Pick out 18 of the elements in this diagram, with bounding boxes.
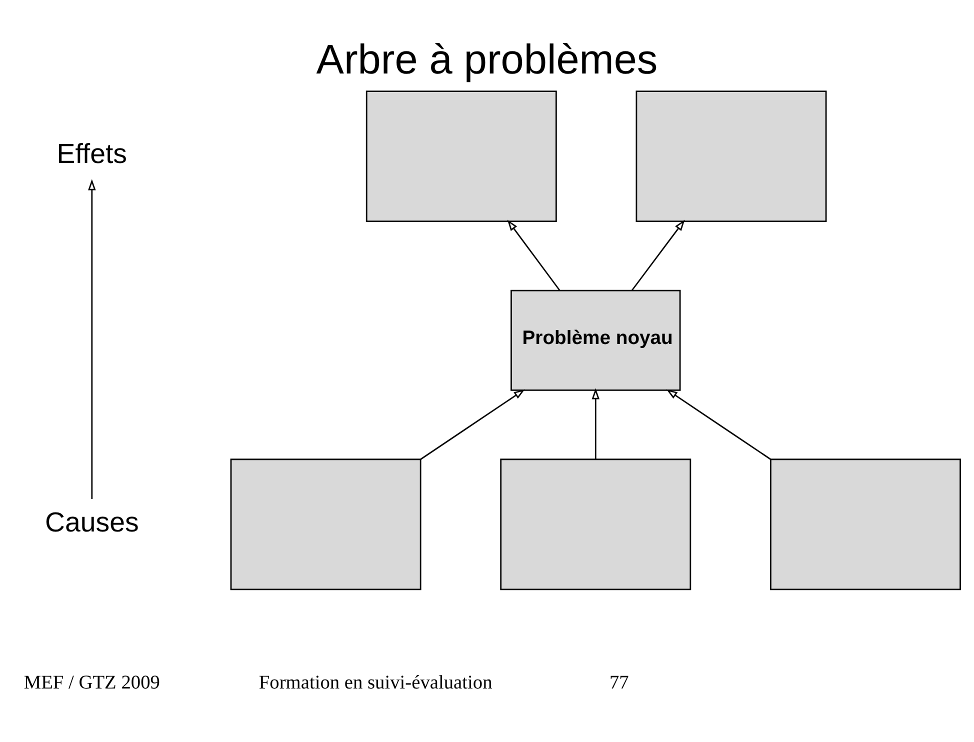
node-box xyxy=(500,458,692,590)
node-box: Problème noyau xyxy=(510,289,681,390)
arrow xyxy=(592,388,600,459)
node-box xyxy=(770,458,961,590)
label: Formation en suivi-évaluation xyxy=(258,672,492,694)
diagram-title: Arbre à problèmes xyxy=(316,34,658,82)
node-box xyxy=(636,90,827,222)
node-box xyxy=(366,90,557,222)
arrow xyxy=(88,178,96,499)
arrow xyxy=(420,388,525,460)
arrow xyxy=(507,219,560,290)
arrow xyxy=(666,388,772,460)
label: MEF / GTZ 2009 xyxy=(24,672,160,694)
label: 77 xyxy=(609,672,629,694)
node-text: Effets xyxy=(56,138,128,169)
node-box xyxy=(230,458,422,590)
arrow xyxy=(631,219,685,290)
node-text: Causes xyxy=(45,506,139,537)
